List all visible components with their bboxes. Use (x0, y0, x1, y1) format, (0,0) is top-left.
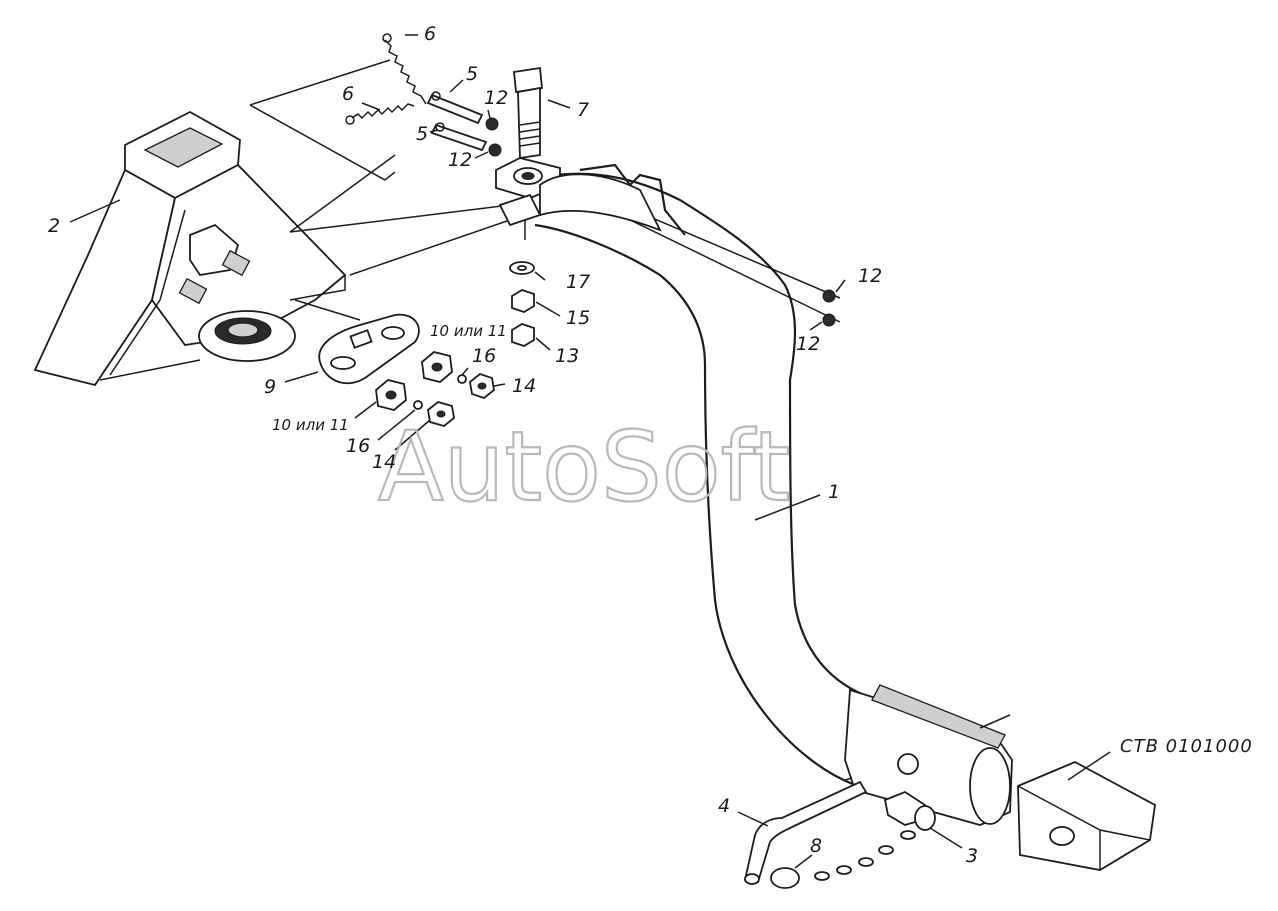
callout-13: 13 (555, 345, 579, 367)
callout-5-lower: 5 (416, 123, 428, 145)
cap-part-3 (883, 790, 936, 831)
spring-upper (382, 33, 427, 105)
nut-10-or-11-b (375, 379, 407, 411)
callout-12-right-upper: 12 (858, 265, 882, 287)
pin-upper (426, 91, 484, 125)
nut-14-b (427, 401, 455, 427)
washer-16-a (457, 374, 467, 384)
watermark: AutoSoft (378, 411, 790, 523)
nut-12-d (822, 313, 836, 327)
pedal-lever-part-1 (534, 172, 1013, 826)
callout-2: 2 (48, 215, 60, 237)
chain (814, 830, 916, 881)
nut-12-b (488, 143, 502, 157)
callout-14-upper: 14 (512, 375, 536, 397)
nut-10-or-11-a (421, 351, 453, 383)
link-plate-part-9 (318, 313, 420, 385)
lock-pin-part-4 (743, 780, 868, 885)
callout-14-lower: 14 (372, 451, 396, 473)
bracket-part-2 (33, 110, 347, 387)
callout-12-mid: 12 (448, 149, 472, 171)
nut-part-15 (511, 289, 535, 313)
callout-9: 9 (264, 376, 276, 398)
callout-10-or-11-lower: 10 или 11 (272, 416, 349, 434)
callout-16-lower: 16 (346, 435, 370, 457)
washer-part-17 (509, 261, 535, 275)
callout-12-right-lower: 12 (796, 333, 820, 355)
callout-12-top: 12 (484, 87, 508, 109)
pedal-pad-block (1017, 761, 1156, 871)
callout-17: 17 (566, 271, 590, 293)
callout-16-upper: 16 (472, 345, 496, 367)
pin-lower (430, 122, 488, 152)
nut-12-a (485, 117, 499, 131)
callout-5-upper: 5 (466, 63, 478, 85)
nut-part-13 (511, 323, 535, 347)
nut-14-a (469, 372, 495, 400)
ring-part-8 (770, 867, 800, 889)
spring-lower (345, 103, 415, 125)
callout-4: 4 (718, 795, 730, 817)
washer-16-b (413, 400, 423, 410)
callout-6-lower: 6 (342, 83, 354, 105)
nut-12-c (822, 289, 836, 303)
leader-lines (69, 34, 1111, 869)
lever-hub (495, 157, 686, 236)
callout-7: 7 (577, 99, 589, 121)
drawing-code: СТВ 0101000 (1120, 736, 1253, 757)
callout-1: 1 (828, 481, 840, 503)
callout-3: 3 (966, 845, 978, 867)
callout-10-or-11-upper: 10 или 11 (430, 322, 507, 340)
callout-6-upper: 6 (424, 23, 436, 45)
callout-8: 8 (810, 835, 822, 857)
bolt-part-7 (513, 66, 543, 160)
callout-15: 15 (566, 307, 590, 329)
